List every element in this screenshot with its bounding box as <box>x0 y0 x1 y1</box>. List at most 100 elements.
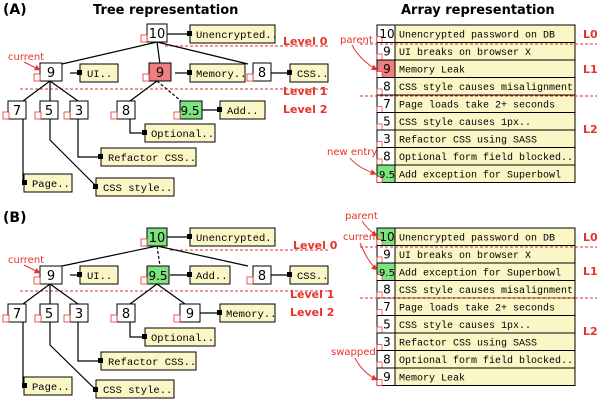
row-level-l0-b: L0 <box>583 231 597 244</box>
array-b-row-key: 9 <box>383 248 391 262</box>
note-refactor: Refactor CSS.. <box>108 153 196 165</box>
tree-node-root: 10 <box>140 23 168 43</box>
tree-node-root-b: 10 <box>140 227 168 247</box>
array-a-row-key: 10 <box>379 27 394 41</box>
array-a-row-text: Page loads take 2+ seconds <box>399 100 555 112</box>
svg-text:5: 5 <box>45 104 53 119</box>
array-b-row-key: 8 <box>383 283 391 297</box>
svg-text:10: 10 <box>149 27 166 42</box>
annot-swapped: swapped <box>331 347 376 358</box>
array-b-row-key: 9 <box>383 370 391 384</box>
array-b-row-text: Unencrypted password on DB <box>399 233 555 245</box>
svg-text:7: 7 <box>13 104 21 119</box>
note-unencrypted: Unencrypted.. <box>196 30 278 42</box>
level-1-label: Level 1 <box>283 85 327 98</box>
tree-node-page-b: 7 <box>2 303 27 323</box>
array-b-row-text: Refactor CSS using SASS <box>399 338 537 350</box>
svg-text:10: 10 <box>149 231 166 246</box>
array-a-row-key: 7 <box>383 97 391 111</box>
annot-current-a: current <box>8 52 44 63</box>
tree-notes-b: Unencrypted.. UI.. Add.. CSS.. Optional.… <box>23 227 329 399</box>
annot-current-b: current <box>8 255 44 266</box>
tree-node-css-style-b: 5 <box>34 303 59 323</box>
tree-node-optional: 8 <box>110 100 136 120</box>
array-a-row-text: Refactor CSS using SASS <box>399 135 537 147</box>
tree-node-ui-b: 9 <box>33 265 63 285</box>
svg-text:9: 9 <box>47 66 55 81</box>
panel-a-label: (A) <box>3 2 27 18</box>
array-b-row-text: CSS style causes 1px.. <box>399 320 531 332</box>
svg-text:Refactor CSS..: Refactor CSS.. <box>108 357 196 369</box>
tree-node-css-style: 5 <box>34 100 59 120</box>
array-a-row-key: 9 <box>383 45 391 59</box>
array-title: Array representation <box>401 3 555 18</box>
array-b-row-text: Memory Leak <box>399 373 465 385</box>
svg-text:3: 3 <box>75 307 83 322</box>
svg-text:UI..: UI.. <box>87 271 112 283</box>
panel-a: (A) Tree representation Array representa… <box>2 2 597 197</box>
array-b-row-key: 9.5 <box>379 268 395 279</box>
tree-node-new: 9.5 <box>173 100 203 120</box>
array-b-row-key: 3 <box>383 335 391 349</box>
row-level-l1-a: L1 <box>583 63 597 76</box>
note-css: CSS.. <box>297 69 329 81</box>
svg-text:Memory..: Memory.. <box>226 309 276 321</box>
note-page: Page.. <box>32 179 70 191</box>
array-a-row-text: Unencrypted password on DB <box>399 30 555 42</box>
svg-text:8: 8 <box>122 307 130 322</box>
level-1-label-b: Level 1 <box>290 288 334 301</box>
row-level-l2-a: L2 <box>583 123 597 136</box>
array-b-row-text: CSS style causes misalignment <box>399 285 573 297</box>
panel-b-label: (B) <box>3 210 26 226</box>
tree-node-add-b: 9.5 <box>140 265 170 285</box>
svg-text:9: 9 <box>186 307 194 322</box>
tree-title: Tree representation <box>93 3 238 18</box>
array-a-row-text: Add exception for Superbowl <box>399 170 561 182</box>
annot-current-b2: current <box>343 232 379 243</box>
tree-node-refactor: 3 <box>63 100 89 120</box>
tree-node-ui: 9 <box>33 62 63 82</box>
array-a-row-text: UI breaks on browser X <box>399 47 531 59</box>
tree-node-page: 7 <box>2 100 27 120</box>
tree-notes: Unencrypted.. UI.. Memory.. CSS.. Option… <box>23 24 329 197</box>
svg-text:CSS..: CSS.. <box>297 271 329 283</box>
tree-node-optional-b: 8 <box>110 303 136 323</box>
annot-parent-b: parent <box>345 211 378 222</box>
svg-text:9: 9 <box>156 66 164 81</box>
array-a-row: 7 Page loads take 2+ seconds <box>376 94 576 113</box>
svg-text:8: 8 <box>258 66 266 81</box>
array-a-row-key: 9 <box>383 62 391 76</box>
annot-parent-a: parent <box>340 35 373 46</box>
svg-text:Optional..: Optional.. <box>151 333 214 345</box>
array-a: 10 Unencrypted password on DB 9 UI breaks o… <box>327 24 597 183</box>
array-b-row: 5 CSS style causes 1px.. <box>376 315 576 334</box>
array-a-row-text: CSS style causes misalignment <box>399 82 573 94</box>
array-a-row-key: 8 <box>383 150 391 164</box>
row-level-l0-a: L0 <box>583 28 597 41</box>
svg-text:8: 8 <box>122 104 130 119</box>
note-css-style: CSS style.. <box>103 183 172 195</box>
array-b-row-text: Optional form field blocked.. <box>399 355 573 367</box>
svg-text:9: 9 <box>47 269 55 284</box>
connector-dots-b <box>22 234 292 392</box>
row-level-l2-b: L2 <box>583 325 597 338</box>
array-b-row: 9 Memory Leak <box>376 367 576 386</box>
array-b-row: 3 Refactor CSS using SASS <box>376 332 576 351</box>
annot-new-entry: new entry <box>327 147 377 158</box>
array-b-row-key: 5 <box>383 318 391 332</box>
array-a-row-key: 5 <box>383 115 391 129</box>
array-a-row: 10 Unencrypted password on DB <box>376 24 576 43</box>
svg-text:5: 5 <box>45 307 53 322</box>
tree-node-refactor-b: 3 <box>63 303 89 323</box>
